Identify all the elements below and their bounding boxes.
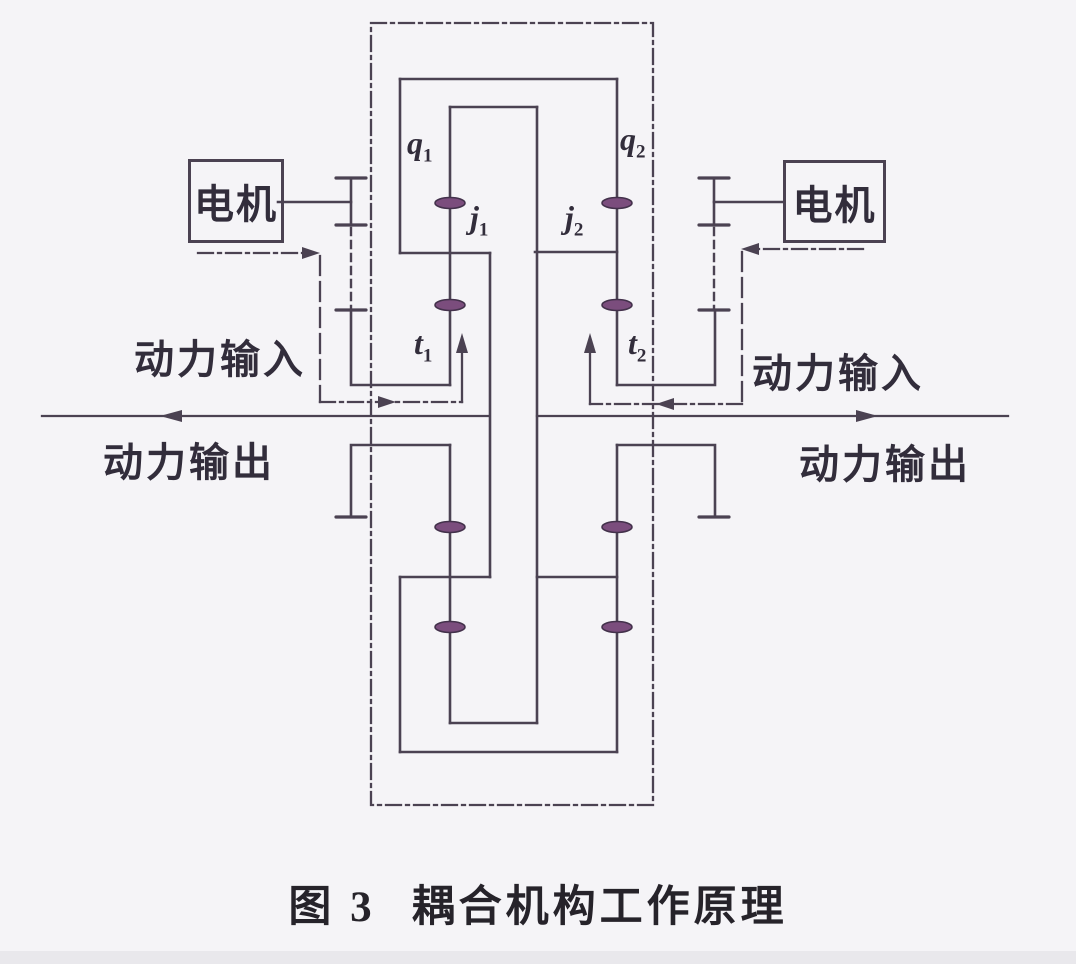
motor-couplings	[276, 176, 785, 310]
power-input-path-right	[584, 243, 865, 410]
shaft-label-j1: j1	[470, 199, 489, 241]
lower-left-bearing-bracket	[349, 443, 452, 517]
motor-box-right: 电机	[783, 160, 886, 243]
gear-icon	[434, 298, 466, 312]
shaft-label-t2: t2	[628, 325, 647, 367]
figure-caption-title: 耦合机构工作原理	[411, 884, 788, 931]
power-output-axis	[40, 410, 1010, 422]
housing-frame	[398, 77, 619, 754]
gear-icon	[601, 520, 633, 534]
axis-arrow-left-icon	[160, 410, 182, 422]
gear-icon	[434, 520, 466, 534]
gear-icon	[601, 298, 633, 312]
axis-arrow-right-icon	[856, 410, 878, 422]
upper-right-bearing-bracket	[615, 308, 717, 387]
gear-wheels	[434, 196, 633, 634]
power-output-label-right: 动力输出	[799, 442, 971, 487]
input-left-mid-arrow-icon	[378, 396, 396, 408]
figure-caption: 图 3 耦合机构工作原理	[0, 872, 1076, 934]
motor-right-label: 电机	[792, 182, 877, 228]
gear-icon	[601, 196, 633, 210]
input-right-mid-arrow-icon	[656, 398, 674, 410]
input-left-up-arrow-icon	[456, 333, 468, 353]
shaft-label-q2: q2	[620, 121, 646, 163]
power-input-label-left: 动力输入	[134, 337, 306, 382]
lower-right-bearing-bracket	[615, 443, 717, 517]
gearbox-case-boundary	[369, 21, 655, 807]
shaft-label-j2: j2	[565, 199, 584, 241]
input-right-up-arrow-icon	[584, 333, 596, 353]
gear-icon	[601, 620, 633, 634]
power-input-label-right: 动力输入	[752, 351, 924, 396]
scan-edge-shadow	[0, 951, 1076, 964]
shaft-label-t1: t1	[414, 325, 433, 367]
motor-box-left: 电机	[188, 159, 284, 243]
input-left-arrow-icon	[302, 247, 320, 259]
gear-icon	[434, 620, 466, 634]
upper-left-bearing-bracket	[349, 308, 452, 387]
gear-icon	[434, 196, 466, 210]
figure-caption-number: 图 3	[288, 884, 376, 931]
power-input-path-left	[196, 247, 468, 408]
power-output-label-left: 动力输出	[103, 440, 275, 485]
shaft-label-q1: q1	[407, 125, 433, 167]
motor-left-label: 电机	[194, 182, 278, 227]
input-right-arrow-icon	[741, 243, 759, 255]
bearing-brackets	[334, 308, 731, 519]
